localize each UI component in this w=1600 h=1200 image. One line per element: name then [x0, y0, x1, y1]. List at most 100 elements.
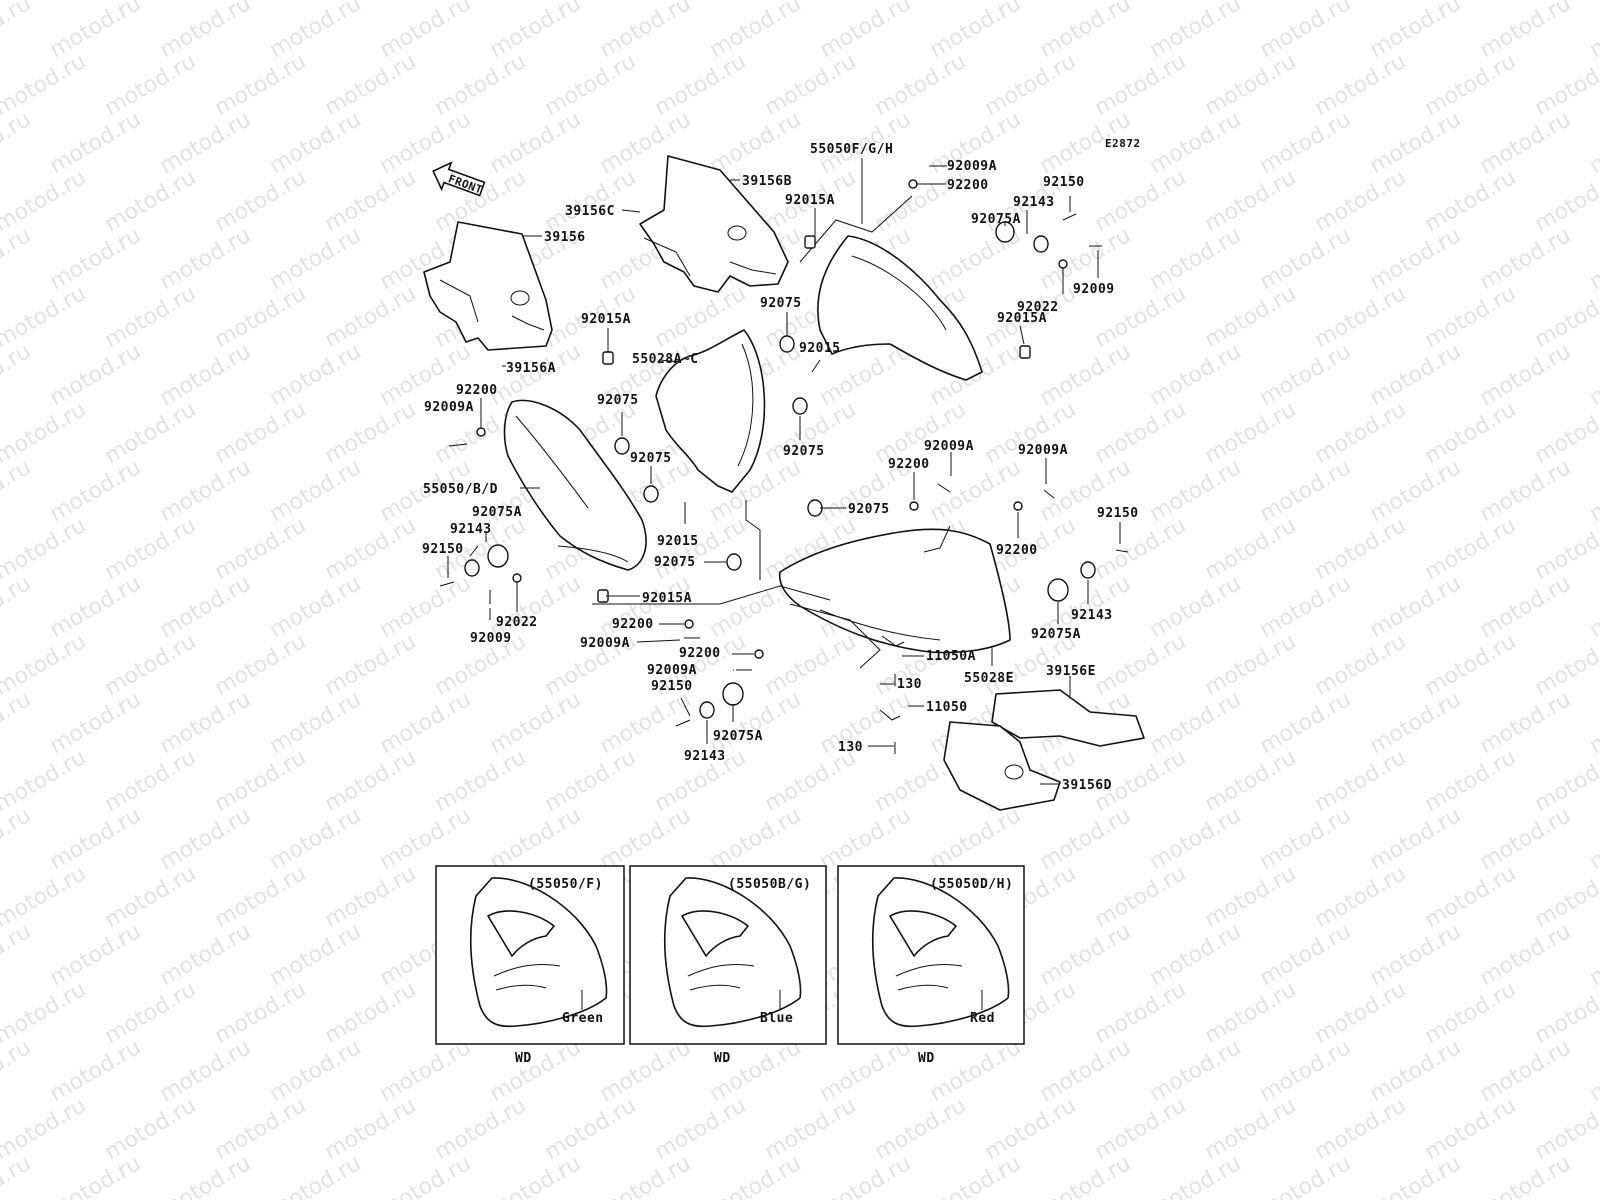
watermark-text: motod.ru [1256, 1035, 1356, 1107]
watermark-text: motod.ru [46, 107, 146, 179]
variant-market-red: WD [918, 1051, 935, 1066]
watermark-text: motod.ru [1586, 223, 1600, 295]
watermark-text: motod.ru [156, 1151, 256, 1200]
callout-92150: 92150 [1043, 175, 1085, 190]
watermark-text: motod.ru [1531, 861, 1600, 933]
watermark-text: motod.ru [0, 0, 35, 63]
watermark-text: motod.ru [1421, 629, 1521, 701]
watermark-text: motod.ru [1476, 919, 1576, 991]
watermark-text: motod.ru [0, 803, 35, 875]
watermark-text: motod.ru [596, 803, 696, 875]
watermark-text: motod.ru [156, 919, 256, 991]
watermark-text: motod.ru [0, 223, 35, 295]
callout-92200-lower: 92200 [612, 617, 654, 632]
watermark-text: motod.ru [1311, 977, 1411, 1049]
watermark-text: motod.ru [211, 165, 311, 237]
watermark-text: motod.ru [706, 1151, 806, 1200]
callout-39156b: 39156B [742, 174, 792, 189]
watermark-text: motod.ru [1256, 455, 1356, 527]
watermark-text: motod.ru [1366, 1035, 1466, 1107]
watermark-text: motod.ru [266, 571, 366, 643]
watermark-text: motod.ru [321, 281, 421, 353]
watermark-text: motod.ru [101, 745, 201, 817]
watermark-text: motod.ru [1146, 919, 1246, 991]
watermark-text: motod.ru [376, 1035, 476, 1107]
watermark-text: motod.ru [1311, 745, 1411, 817]
watermark-text: motod.ru [101, 861, 201, 933]
watermark-text: motod.ru [1586, 0, 1600, 63]
callout-92075a: 92075A [971, 212, 1021, 227]
watermark-text: motod.ru [486, 1151, 586, 1200]
watermark-text: motod.ru [1036, 1035, 1136, 1107]
watermark-text: motod.ru [871, 165, 971, 237]
watermark-text: motod.ru [541, 745, 641, 817]
watermark-text: motod.ru [0, 687, 35, 759]
watermark-text: motod.ru [1366, 687, 1466, 759]
watermark-text: motod.ru [1366, 803, 1466, 875]
watermark-text: motod.ru [1201, 281, 1301, 353]
variant-market-green: WD [515, 1051, 532, 1066]
watermark-text: motod.ru [1146, 571, 1246, 643]
variant-color-green: Green [562, 1011, 604, 1026]
watermark-text: motod.ru [651, 1093, 751, 1165]
watermark-text: motod.ru [1586, 455, 1600, 527]
watermark-text: motod.ru [101, 397, 201, 469]
watermark-text: motod.ru [101, 49, 201, 121]
watermark-text: motod.ru [211, 745, 311, 817]
watermark-text: motod.ru [1256, 919, 1356, 991]
watermark-text: motod.ru [376, 687, 476, 759]
variant-panel-green: (55050/F) Green [435, 865, 625, 1045]
watermark-text: motod.ru [321, 629, 421, 701]
watermark-text: motod.ru [761, 1093, 861, 1165]
watermark-text: motod.ru [761, 745, 861, 817]
watermark-text: motod.ru [101, 281, 201, 353]
watermark-text: motod.ru [266, 687, 366, 759]
watermark-text: motod.ru [1531, 629, 1600, 701]
callout-92150-right: 92150 [1097, 506, 1139, 521]
watermark-text: motod.ru [1531, 513, 1600, 585]
watermark-text: motod.ru [1256, 107, 1356, 179]
watermark-text: motod.ru [1476, 1035, 1576, 1107]
watermark-text: motod.ru [871, 1093, 971, 1165]
watermark-text: motod.ru [266, 1151, 366, 1200]
watermark-text: motod.ru [1421, 397, 1521, 469]
watermark-text: motod.ru [376, 107, 476, 179]
watermark-text: motod.ru [1146, 687, 1246, 759]
watermark-text: motod.ru [1476, 223, 1576, 295]
watermark-text: motod.ru [1201, 861, 1301, 933]
callout-92075a-right: 92075A [1031, 627, 1081, 642]
watermark-text: motod.ru [1256, 687, 1356, 759]
watermark-text: motod.ru [1476, 455, 1576, 527]
callout-11050: 11050 [926, 700, 968, 715]
watermark-text: motod.ru [486, 0, 586, 63]
callout-55050fgh: 55050F/G/H [810, 142, 893, 157]
watermark-text: motod.ru [1586, 1151, 1600, 1200]
watermark-text: motod.ru [156, 455, 256, 527]
watermark-text: motod.ru [1146, 339, 1246, 411]
inner-cover-39156 [423, 221, 553, 351]
watermark-text: motod.ru [981, 1093, 1081, 1165]
watermark-text: motod.ru [816, 0, 916, 63]
callout-92143-left: 92143 [450, 522, 492, 537]
watermark-text: motod.ru [926, 803, 1026, 875]
watermark-text: motod.ru [706, 107, 806, 179]
watermark-text: motod.ru [101, 513, 201, 585]
callout-92075a-lower: 92075A [713, 729, 763, 744]
watermark-text: motod.ru [46, 803, 146, 875]
watermark-text: motod.ru [321, 165, 421, 237]
watermark-text: motod.ru [1311, 629, 1411, 701]
watermark-text: motod.ru [706, 0, 806, 63]
callout-92075: 92075 [760, 296, 802, 311]
watermark-text: motod.ru [541, 49, 641, 121]
watermark-text: motod.ru [1201, 397, 1301, 469]
lower-cowl-55028e [778, 528, 1011, 669]
watermark-text: motod.ru [266, 339, 366, 411]
watermark-text: motod.ru [1256, 803, 1356, 875]
watermark-text: motod.ru [981, 49, 1081, 121]
watermark-text: motod.ru [1476, 339, 1576, 411]
watermark-text: motod.ru [926, 1035, 1026, 1107]
callout-92009a-lower2: 92009A [647, 663, 697, 678]
watermark-text: motod.ru [1531, 1093, 1600, 1165]
diagram-code: E2872 [1105, 137, 1141, 150]
watermark-text: motod.ru [46, 687, 146, 759]
